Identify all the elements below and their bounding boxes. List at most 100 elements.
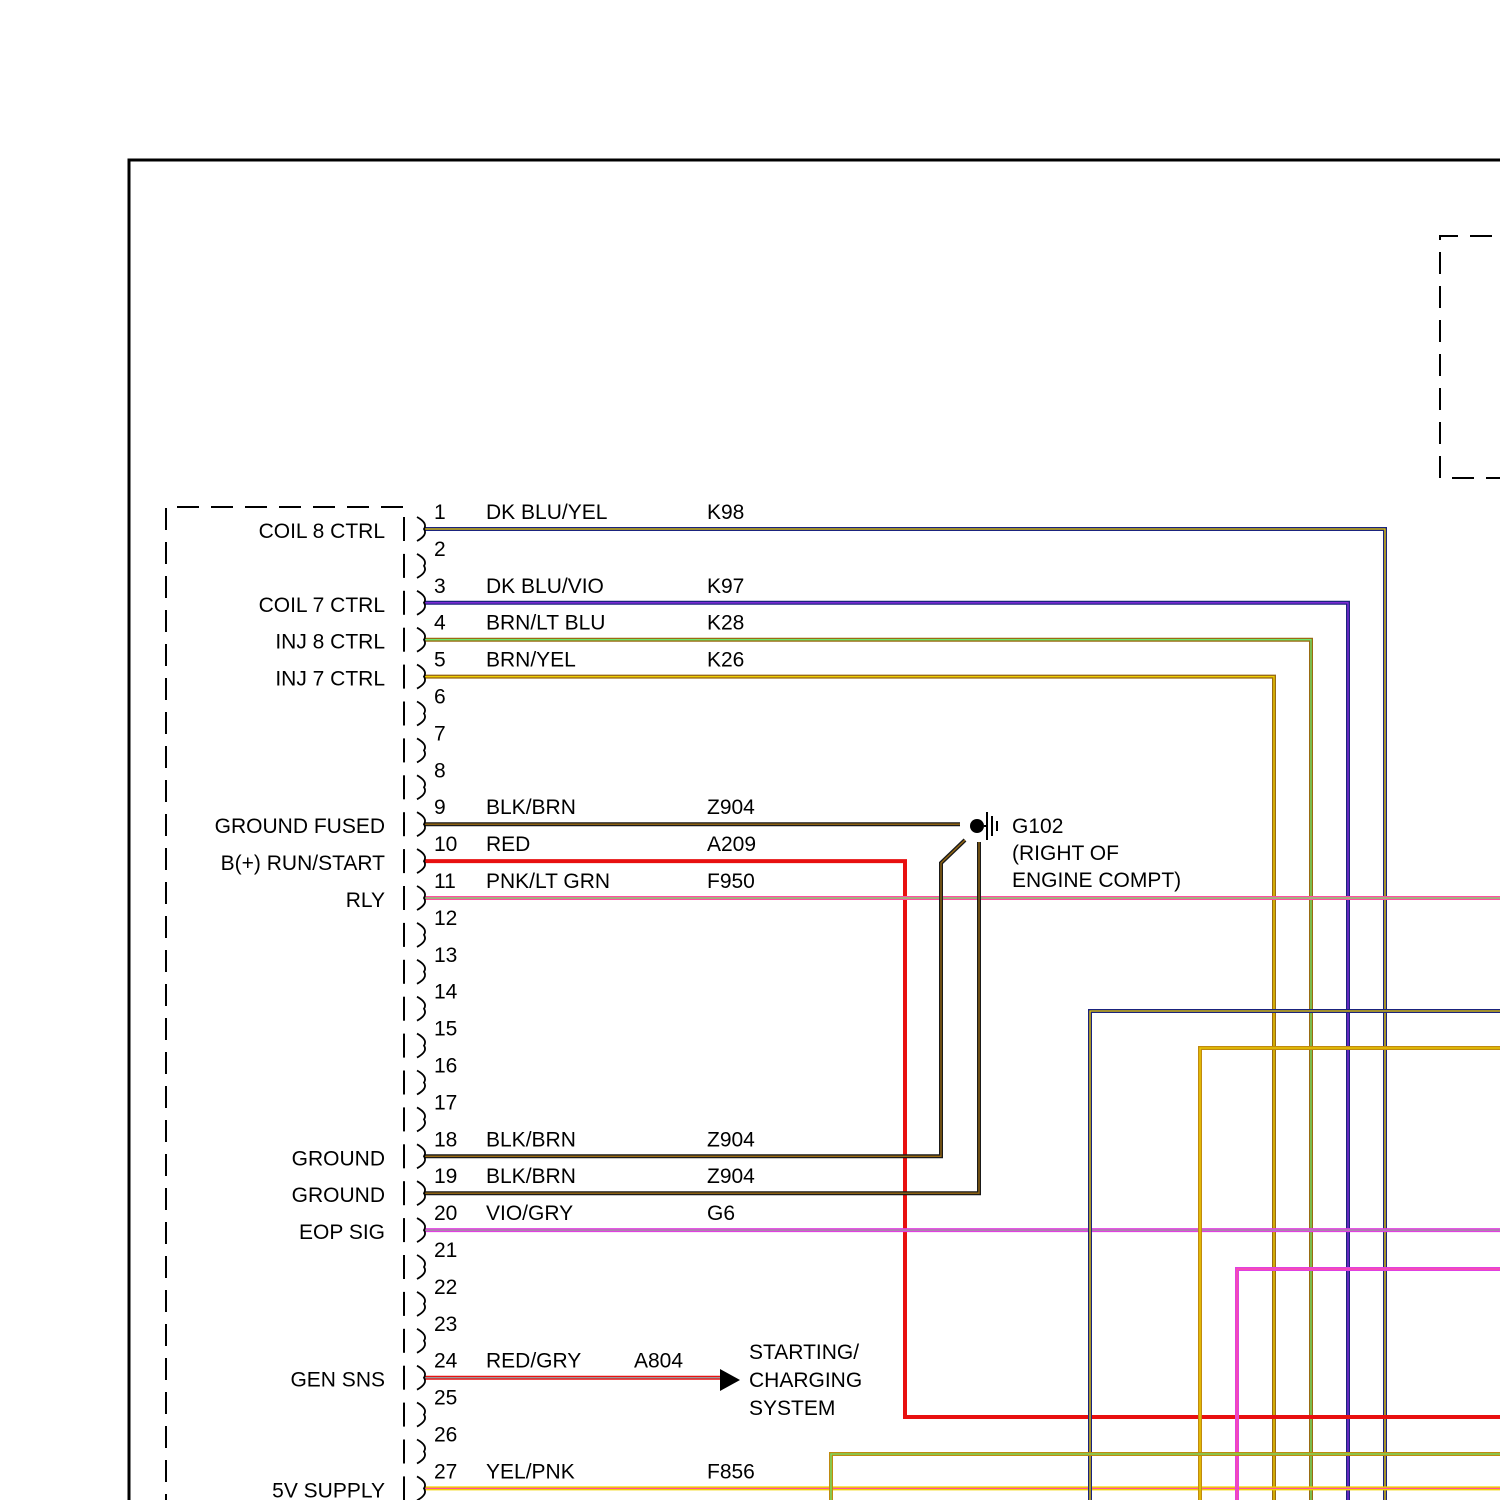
circuit-id-label: G6 bbox=[707, 1202, 735, 1225]
wire-color-label: BLK/BRN bbox=[486, 1128, 576, 1151]
wire-color-label: VIO/GRY bbox=[486, 1202, 573, 1225]
pin-number: 4 bbox=[434, 612, 446, 635]
pin-function-label: GROUND bbox=[292, 1147, 385, 1170]
circuit-id-label: K97 bbox=[707, 575, 744, 598]
connector-cavity-icon bbox=[417, 960, 425, 984]
wire-right-4 bbox=[831, 1454, 1500, 1500]
connector-cavity-icon bbox=[417, 1292, 425, 1316]
connector-cavity-icon bbox=[417, 665, 425, 689]
pin-number: 5 bbox=[434, 649, 446, 672]
wire-color-label: RED bbox=[486, 833, 530, 856]
wire-color-label: DK BLU/VIO bbox=[486, 575, 604, 598]
connector-cavity-icon bbox=[417, 738, 425, 762]
connector-cavity-icon bbox=[417, 1071, 425, 1095]
wire-right-3 bbox=[1237, 1269, 1500, 1500]
connector-cavity-icon bbox=[417, 812, 425, 836]
pin-number: 10 bbox=[434, 833, 457, 856]
pin-function-label: RLY bbox=[346, 889, 385, 912]
circuit-id-label: Z904 bbox=[707, 1128, 755, 1151]
wire-color-label: RED/GRY bbox=[486, 1350, 581, 1373]
module-outline bbox=[166, 507, 403, 1500]
pin-function-label: INJ 7 CTRL bbox=[275, 668, 385, 691]
connector-cavity-icon bbox=[417, 628, 425, 652]
circuit-id-label: F950 bbox=[707, 870, 755, 893]
connector-cavity-icon bbox=[417, 1440, 425, 1464]
circuit-id-label: A804 bbox=[634, 1350, 683, 1373]
pin-function-label: GROUND bbox=[292, 1184, 385, 1207]
pin-number: 6 bbox=[434, 686, 446, 709]
pin-number: 15 bbox=[434, 1018, 457, 1041]
wire-color-label: DK BLU/YEL bbox=[486, 501, 607, 524]
connector-cavity-icon bbox=[417, 997, 425, 1021]
connector-cavity-icon bbox=[417, 1034, 425, 1058]
pin-number: 17 bbox=[434, 1091, 457, 1114]
pin-function-label: GROUND FUSED bbox=[215, 815, 385, 838]
connector-cavity-icon bbox=[417, 1255, 425, 1279]
pin-function-label: 5V SUPPLY bbox=[272, 1479, 385, 1500]
connector-cavity-icon bbox=[417, 591, 425, 615]
ground-g102-symbol bbox=[970, 812, 997, 840]
wire-color-label: YEL/PNK bbox=[486, 1460, 575, 1483]
connector-cavity-icon bbox=[417, 702, 425, 726]
connector-cavity-icon bbox=[417, 1218, 425, 1242]
connector-cavity-icon bbox=[417, 849, 425, 873]
pin-number: 2 bbox=[434, 538, 446, 561]
wire-layer bbox=[425, 529, 1500, 1500]
pin-number: 1 bbox=[434, 501, 446, 524]
pin-number: 23 bbox=[434, 1313, 457, 1336]
destination-line2: CHARGING bbox=[749, 1369, 862, 1392]
pin-number: 13 bbox=[434, 944, 457, 967]
pin-number: 18 bbox=[434, 1128, 457, 1151]
pin-function-label: INJ 8 CTRL bbox=[275, 631, 385, 654]
connector-cavity-icon bbox=[417, 1329, 425, 1353]
wire-a209 bbox=[425, 861, 1500, 1417]
pin-function-label: EOP SIG bbox=[299, 1221, 385, 1244]
pin-number: 21 bbox=[434, 1239, 457, 1262]
wire-color-label: BLK/BRN bbox=[486, 796, 576, 819]
wire-color-label: PNK/LT GRN bbox=[486, 870, 610, 893]
pin-function-label: GEN SNS bbox=[290, 1369, 385, 1392]
pin-function-label: COIL 8 CTRL bbox=[259, 520, 385, 543]
destination-line1: STARTING/ bbox=[749, 1341, 859, 1364]
pin-number: 14 bbox=[434, 981, 458, 1004]
connector-cavity-icon bbox=[417, 517, 425, 541]
pin-number: 3 bbox=[434, 575, 446, 598]
circuit-id-label: K26 bbox=[707, 649, 744, 672]
pin-number: 22 bbox=[434, 1276, 457, 1299]
connector-cavity-icon bbox=[417, 1476, 425, 1500]
circuit-id-label: K98 bbox=[707, 501, 744, 524]
wire-color-label: BLK/BRN bbox=[486, 1165, 576, 1188]
wire-color-label: BRN/LT BLU bbox=[486, 612, 605, 635]
circuit-id-label: K28 bbox=[707, 612, 744, 635]
circuit-id-label: A209 bbox=[707, 833, 756, 856]
connector-cavity-icon bbox=[417, 1366, 425, 1390]
destination-arrow bbox=[720, 1369, 740, 1391]
ground-location-line2: ENGINE COMPT) bbox=[1012, 869, 1181, 892]
pin-number: 25 bbox=[434, 1387, 457, 1410]
ground-name: G102 bbox=[1012, 815, 1063, 838]
pin-number: 9 bbox=[434, 796, 446, 819]
pin-number: 11 bbox=[434, 870, 456, 893]
circuit-id-label: F856 bbox=[707, 1460, 755, 1483]
circuit-id-label: Z904 bbox=[707, 1165, 755, 1188]
connector-cavity-icon bbox=[417, 1144, 425, 1168]
wire-right-1 bbox=[1090, 1011, 1500, 1500]
pin-number: 7 bbox=[434, 722, 446, 745]
destination-line3: SYSTEM bbox=[749, 1397, 835, 1420]
connector-outline-upper-right bbox=[1440, 236, 1500, 478]
connector-cavity-icon bbox=[417, 1181, 425, 1205]
connector-cavity-icon bbox=[417, 775, 425, 799]
pin-number: 26 bbox=[434, 1424, 457, 1447]
pin-number: 12 bbox=[434, 907, 457, 930]
connector-cavity-icon bbox=[417, 1403, 425, 1427]
pin-number: 8 bbox=[434, 759, 446, 782]
pin-number: 24 bbox=[434, 1350, 458, 1373]
connector-cavity-icon bbox=[417, 1107, 425, 1131]
circuit-id-label: Z904 bbox=[707, 796, 755, 819]
pin-number: 20 bbox=[434, 1202, 457, 1225]
pin-number: 19 bbox=[434, 1165, 457, 1188]
connector-cavity-icon bbox=[417, 886, 425, 910]
pin-function-label: B(+) RUN/START bbox=[221, 852, 385, 875]
